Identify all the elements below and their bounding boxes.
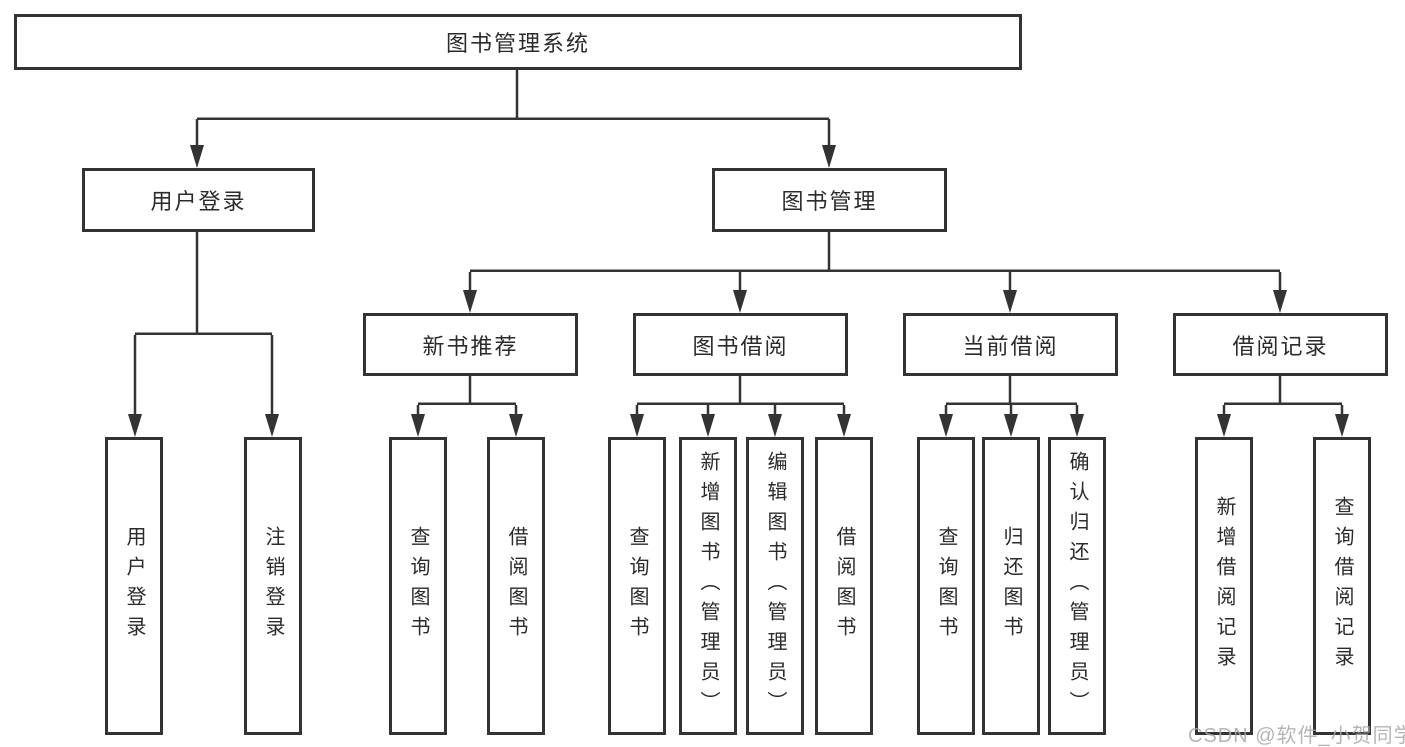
- leaf-logout-label: 注销登录: [262, 526, 284, 646]
- node-user-login-label: 用户登录: [150, 189, 247, 214]
- leaf-confirm-return-admin: 确认归还（管理员）: [1048, 437, 1106, 735]
- leaf-query-borrow-record: 查询借阅记录: [1313, 437, 1371, 735]
- node-current-borrowing-label: 当前借阅: [962, 333, 1059, 359]
- leaf-borrow-books-borrowing: 借阅图书: [815, 437, 873, 735]
- leaf-borrow-books-borrowing-label: 借阅图书: [833, 526, 855, 646]
- leaf-add-borrow-record: 新增借阅记录: [1195, 437, 1253, 735]
- leaf-query-borrow-record-label: 查询借阅记录: [1331, 496, 1353, 676]
- leaf-edit-books-admin: 编辑图书（管理员）: [746, 437, 804, 735]
- leaf-query-books-recommend: 查询图书: [389, 437, 447, 735]
- leaf-return-books-label: 归还图书: [1000, 526, 1022, 646]
- node-book-management-label: 图书管理: [781, 189, 878, 214]
- leaf-borrow-books-recommend: 借阅图书: [487, 437, 545, 735]
- node-user-login: 用户登录: [82, 168, 315, 232]
- leaf-add-books-admin: 新增图书（管理员）: [679, 437, 737, 735]
- leaf-query-books-current-label: 查询图书: [935, 526, 957, 646]
- node-borrowing-records-label: 借阅记录: [1232, 333, 1329, 359]
- leaf-confirm-return-admin-label: 确认归还（管理员）: [1066, 451, 1088, 721]
- connector-paths: [133, 70, 1344, 421]
- leaf-query-books-borrowing: 查询图书: [608, 437, 666, 735]
- node-book-borrowing: 图书借阅: [633, 313, 848, 376]
- leaf-add-books-admin-label: 新增图书（管理员）: [697, 451, 719, 721]
- leaf-logout: 注销登录: [244, 437, 302, 735]
- leaf-borrow-books-recommend-label: 借阅图书: [505, 526, 527, 646]
- leaf-edit-books-admin-label: 编辑图书（管理员）: [764, 451, 786, 721]
- node-root: 图书管理系统: [14, 14, 1022, 70]
- arrowheads: [128, 145, 1349, 437]
- leaf-query-books-borrowing-label: 查询图书: [626, 526, 648, 646]
- watermark: CSDN @软件_小贺同学: [1188, 725, 1405, 747]
- leaf-query-books-current: 查询图书: [917, 437, 975, 735]
- leaf-return-books: 归还图书: [982, 437, 1040, 735]
- node-new-book-recommendation-label: 新书推荐: [422, 333, 519, 359]
- leaf-query-books-recommend-label: 查询图书: [407, 526, 429, 646]
- node-book-management: 图书管理: [712, 168, 947, 232]
- leaf-user-login-label: 用户登录: [123, 526, 145, 646]
- leaf-user-login: 用户登录: [105, 437, 163, 735]
- node-book-borrowing-label: 图书借阅: [692, 333, 789, 359]
- leaf-add-borrow-record-label: 新增借阅记录: [1213, 496, 1235, 676]
- node-current-borrowing: 当前借阅: [903, 313, 1118, 376]
- node-borrowing-records: 借阅记录: [1173, 313, 1388, 376]
- node-root-label: 图书管理系统: [445, 31, 590, 56]
- node-new-book-recommendation: 新书推荐: [363, 313, 578, 376]
